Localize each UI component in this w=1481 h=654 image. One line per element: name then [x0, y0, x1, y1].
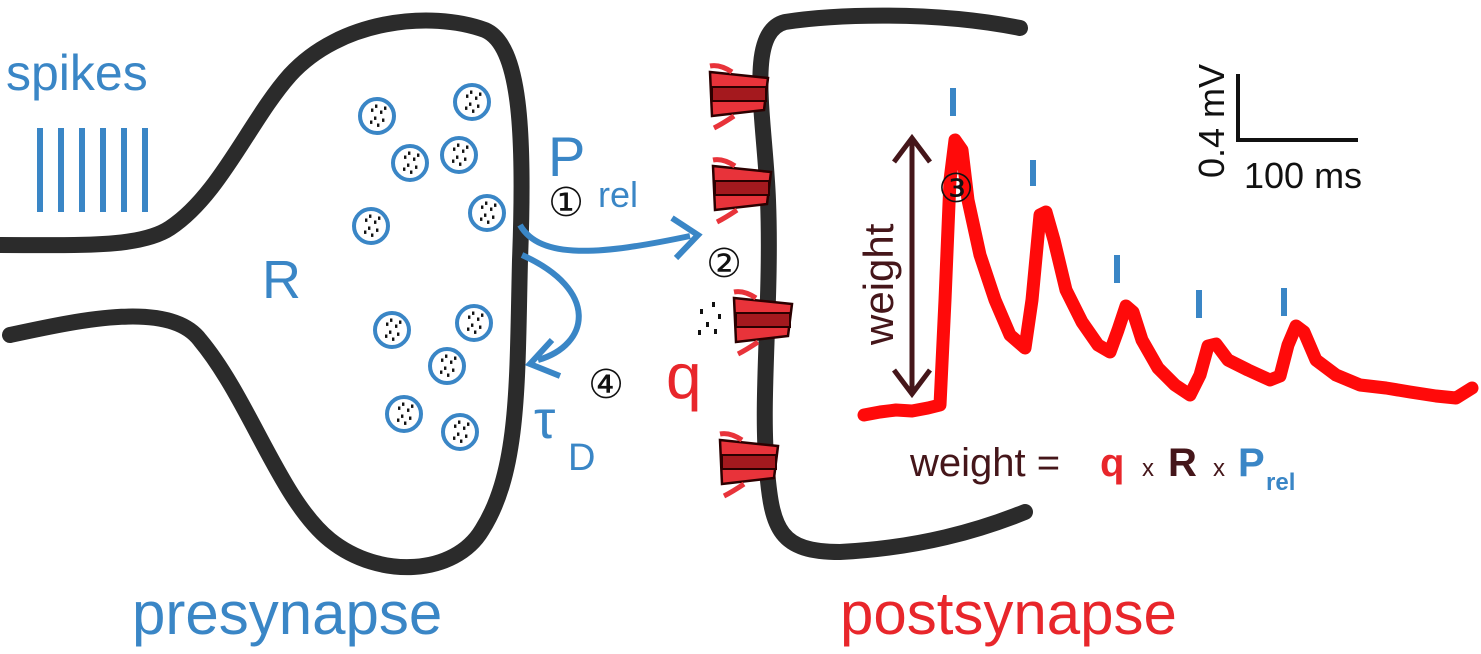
- weight-vertical-label: weight: [855, 223, 902, 346]
- prel-subscript: rel: [598, 174, 638, 215]
- quantal-label: q: [666, 340, 702, 412]
- vesicle: [468, 194, 506, 232]
- receptor-channel: [711, 157, 773, 225]
- tau-subscript: D: [568, 437, 595, 479]
- equation-r: R: [1168, 441, 1197, 485]
- equation-lhs: weight =: [909, 441, 1060, 485]
- receptor-group: [708, 63, 794, 499]
- step-3: ③: [938, 167, 974, 211]
- vesicle: [352, 207, 390, 245]
- vesicle: [358, 97, 396, 135]
- scale-voltage-label: 0.4 mV: [1191, 64, 1232, 178]
- prel-label: P: [548, 125, 585, 188]
- step-4: ④: [588, 363, 624, 407]
- reserve-label: R: [262, 250, 301, 310]
- spikes-label: spikes: [6, 45, 148, 101]
- step-2: ②: [706, 242, 742, 286]
- vesicle: [428, 347, 466, 385]
- receptor-channel: [708, 63, 770, 131]
- postsynapse-label: postsynapse: [840, 580, 1177, 647]
- vesicle: [453, 83, 491, 121]
- vesicle-pool: [352, 83, 506, 451]
- receptor-channel: [718, 431, 780, 499]
- step-1: ①: [548, 181, 584, 225]
- presynapse-label: presynapse: [132, 580, 442, 647]
- presynaptic-membrane: [0, 12, 530, 576]
- tau-label: τ: [534, 390, 555, 450]
- equation-times-2: x: [1213, 455, 1225, 482]
- stimulus-markers: [950, 88, 1287, 318]
- recovery-arrowhead: [524, 337, 562, 379]
- release-arrowhead: [670, 215, 703, 261]
- vesicle: [391, 144, 429, 182]
- scale-time-label: 100 ms: [1244, 155, 1362, 196]
- vesicle: [455, 304, 493, 342]
- weight-arrow: [892, 133, 932, 399]
- recovery-arrow: [520, 252, 582, 363]
- equation-p-subscript: rel: [1266, 469, 1295, 496]
- transmitter-dots: [698, 302, 721, 335]
- equation-q: q: [1100, 441, 1124, 485]
- vesicle: [385, 395, 423, 433]
- vesicle: [441, 413, 479, 451]
- receptor-channel: [732, 289, 794, 357]
- release-arrow: [517, 223, 691, 254]
- spike-train: [37, 128, 148, 212]
- weight-equation: weight = q x R x P rel: [909, 441, 1295, 496]
- vesicle: [373, 311, 411, 349]
- epsp-trace: [857, 133, 1479, 422]
- scale-bar: [1236, 74, 1358, 142]
- vesicle: [440, 136, 478, 174]
- equation-p: P: [1238, 441, 1265, 485]
- equation-times-1: x: [1142, 455, 1154, 482]
